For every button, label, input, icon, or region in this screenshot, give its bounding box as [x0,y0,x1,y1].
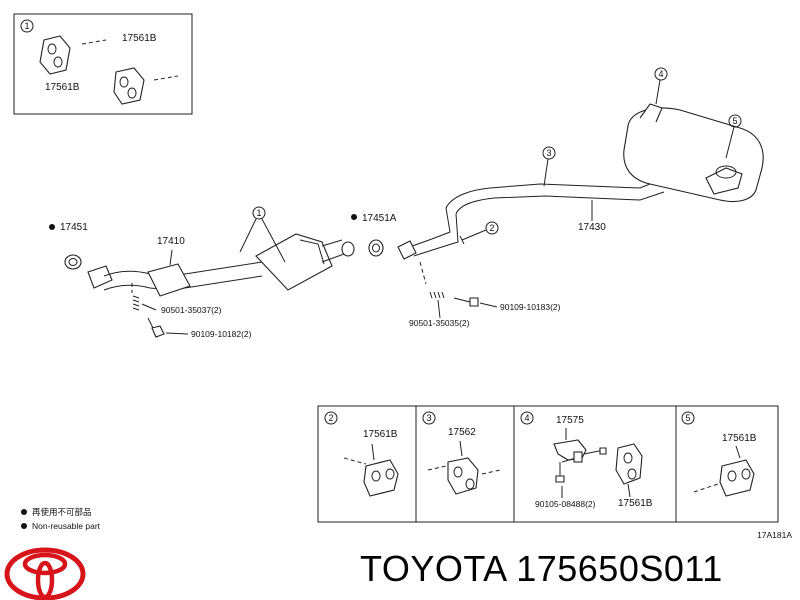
footer-title: TOYOTA 175650S011 [360,548,723,590]
callout-3: 3 [546,148,551,158]
non-reusable-bullet-icon [21,523,27,529]
bolt-90109-10182 [147,317,165,338]
part-label-90501-35035: 90501-35035(2) [409,318,470,328]
legend-jp: 再使用不可部品 [32,507,92,517]
part-label-90105-08488: 90105-08488(2) [535,499,596,509]
part-label-17575: 17575 [556,415,584,426]
part-label-90109-10183: 90109-10183(2) [500,302,561,312]
footer-brand: TOYOTA [360,548,506,589]
part-label-box4-17561B: 17561B [618,498,653,509]
callout-5: 5 [732,116,737,126]
non-reusable-bullet-icon [351,214,357,220]
muffler [623,107,764,203]
rubber-hanger-box3 [447,457,479,495]
part-label-17561B-left: 17561B [45,82,80,93]
gasket-17451A [368,239,384,257]
bolt-90105-08488 [555,451,583,483]
rubber-hanger-box5 [719,459,755,497]
tail-pipe-muffler-assembly: 4 5 3 2 17430 90109-10183(2) 90501-35035… [397,67,764,328]
spring-90501-35037 [132,295,140,311]
detail-box-2-number: 2 [328,413,333,423]
rubber-hanger-b [113,67,145,105]
detail-box-3-number: 3 [426,413,431,423]
rubber-hanger-box2 [363,459,399,497]
callout-4: 4 [658,69,663,79]
part-label-17562: 17562 [448,427,476,438]
gasket-17451A-group: 17451A [351,213,397,257]
non-reusable-bullet-icon [21,509,27,515]
callout-1: 1 [256,208,261,218]
part-label-17561B-top: 17561B [122,33,157,44]
detail-box-5-number: 5 [685,413,690,423]
part-label-90501-35037: 90501-35037(2) [161,305,222,315]
part-label-17451: 17451 [60,222,88,233]
callout-2: 2 [489,223,494,233]
front-exhaust-pipe-assembly: 17451 1 17410 90501-35037(2) 90109-10182… [49,206,355,339]
rubber-hanger-box4 [615,443,643,485]
bolt-90109-10183 [453,297,479,307]
footer-part-number: 175650S011 [516,548,723,589]
part-label-box5-17561B: 17561B [722,433,757,444]
part-label-17451A: 17451A [362,213,397,224]
diagram-code: 17A181A [757,530,792,540]
legend: 再使用不可部品 Non-reusable part [21,507,101,531]
detail-box-1: 1 17561B 17561B [13,13,193,115]
part-label-box2-17561B: 17561B [363,429,398,440]
part-label-17410: 17410 [157,236,185,247]
spring-90501-35035 [429,291,445,299]
rubber-hanger-a [39,35,71,75]
detail-boxes-bottom: 2 17561B 3 17562 4 17575 [317,405,779,523]
part-label-17430: 17430 [578,222,606,233]
toyota-logo-icon [4,547,86,600]
detail-box-4-number: 4 [524,413,529,423]
non-reusable-bullet-icon [49,224,55,230]
gasket-17451 [64,254,82,270]
part-label-90109-10182: 90109-10182(2) [191,329,252,339]
legend-en: Non-reusable part [32,521,101,531]
detail-box-1-number: 1 [24,21,29,31]
